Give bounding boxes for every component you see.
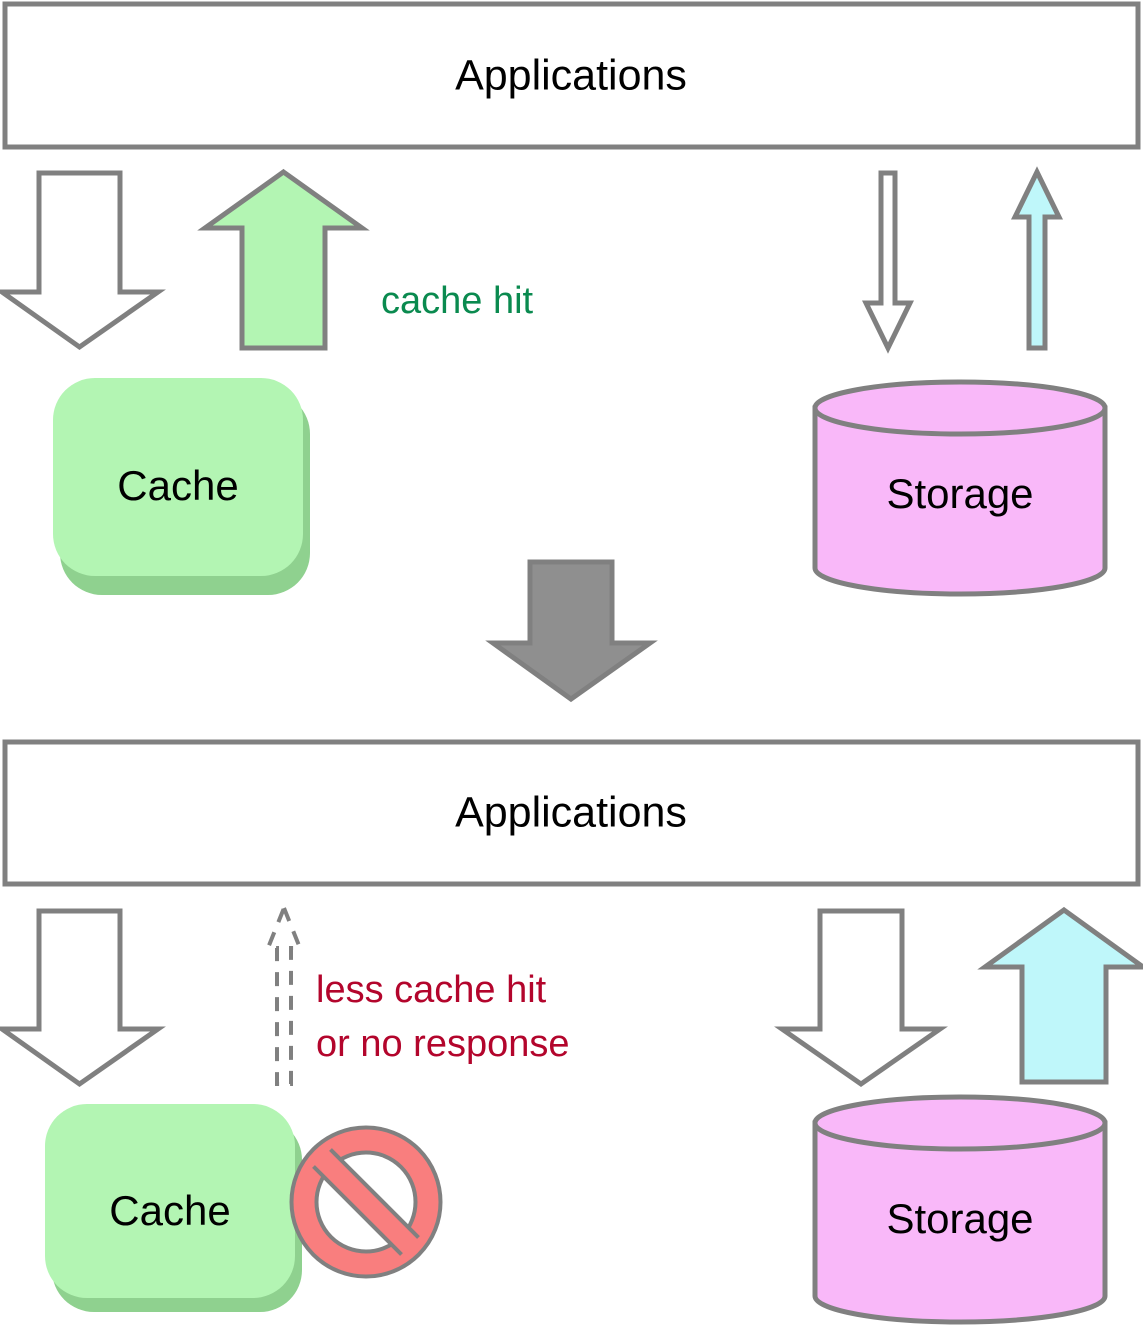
storage-node-bottom: Storage xyxy=(812,1094,1108,1325)
applications-panel-top xyxy=(2,1,1141,150)
arrow-app-to-storage-bottom xyxy=(774,908,948,1088)
cache-node-bottom-body xyxy=(45,1104,295,1298)
storage-node-top-cap xyxy=(812,379,1108,437)
no-entry-icon-ring-outline-outer xyxy=(289,1125,443,1279)
arrow-app-to-cache-top xyxy=(0,170,166,351)
cache-node-top-label: Cache xyxy=(117,462,238,509)
arrow-app-to-cache-bottom xyxy=(0,908,166,1088)
arrow-cache-to-app-dashed-bottom xyxy=(265,902,303,1086)
bottom-panel-group: Applications less cache hit or no respon… xyxy=(0,739,1143,1325)
arrow-storage-to-app-top xyxy=(1010,166,1064,351)
applications-panel-bottom xyxy=(2,739,1141,887)
no-entry-icon xyxy=(289,1125,443,1279)
less-cache-hit-annotation-line1: less cache hit xyxy=(316,969,547,1011)
cache-node-top: Cache xyxy=(53,378,310,595)
cache-node-top-body xyxy=(53,378,303,576)
storage-node-top: Storage xyxy=(812,379,1108,597)
storage-node-bottom-cap xyxy=(812,1094,1108,1152)
panel-title-bottom: Applications xyxy=(455,788,687,836)
arrow-storage-to-app-bottom xyxy=(977,906,1143,1085)
no-entry-icon-slash xyxy=(312,1148,420,1256)
storage-node-bottom-label: Storage xyxy=(886,1195,1033,1242)
no-entry-icon-ring-outline-inner xyxy=(314,1150,418,1254)
top-panel-group: Applications cache hit Cache Storage xyxy=(0,1,1141,597)
arrow-cache-to-app-top xyxy=(197,168,370,351)
no-entry-icon-ring xyxy=(291,1127,441,1277)
storage-node-top-body xyxy=(812,405,1108,597)
cache-hit-annotation: cache hit xyxy=(381,280,534,322)
less-cache-hit-annotation-line2: or no response xyxy=(316,1023,570,1065)
cache-node-bottom-label: Cache xyxy=(109,1187,230,1234)
cache-node-bottom: Cache xyxy=(45,1104,302,1312)
storage-node-top-label: Storage xyxy=(886,470,1033,517)
panel-transition-arrow xyxy=(485,559,658,703)
arrow-app-to-storage-top xyxy=(861,170,915,354)
panel-title-top: Applications xyxy=(455,51,687,99)
storage-node-bottom-body xyxy=(812,1120,1108,1325)
